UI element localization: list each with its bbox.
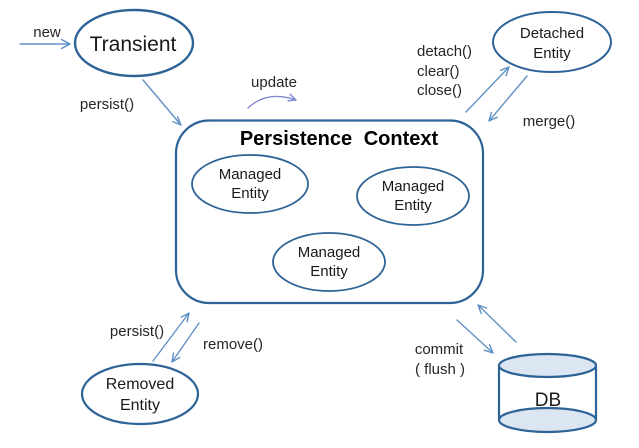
- merge-label: merge(): [523, 113, 576, 130]
- removed-entity-line1: Removed: [106, 376, 174, 393]
- managed-entity-1-line1: Managed: [219, 166, 282, 183]
- transient-label: Transient: [90, 33, 177, 56]
- commit-label: commit: [415, 341, 464, 358]
- detached-entity-line2: Entity: [533, 45, 571, 62]
- persist-bottom-label: persist(): [110, 323, 164, 340]
- managed-entity-1: [191, 154, 309, 214]
- persist-top-label: persist(): [80, 96, 134, 113]
- managed-entity-1-line2: Entity: [231, 185, 269, 202]
- db-cylinder-top: [497, 352, 598, 379]
- managed-entity-2-line2: Entity: [394, 197, 432, 214]
- new-arrow: [19, 38, 71, 50]
- persist-top-arrow: [142, 79, 182, 126]
- update-arrow: [247, 93, 297, 109]
- detach-label: detach(): [417, 43, 472, 60]
- clear-label: clear(): [417, 63, 460, 80]
- db-up-arrow: [477, 304, 517, 343]
- db-cylinder-bottom: [497, 406, 598, 434]
- detached-entity-node: [492, 11, 612, 73]
- managed-entity-3-line2: Entity: [310, 263, 348, 280]
- persistence-context-title: Persistence Context: [240, 128, 439, 150]
- remove-arrow: [171, 322, 200, 363]
- removed-entity-line2: Entity: [120, 397, 160, 414]
- update-label: update: [251, 74, 297, 91]
- managed-entity-2-line1: Managed: [382, 178, 445, 195]
- new-label: new: [33, 24, 61, 41]
- db-label: DB: [535, 390, 561, 411]
- remove-label: remove(): [203, 336, 263, 353]
- db-cylinder-body: [497, 365, 598, 420]
- managed-entity-3: [272, 232, 386, 292]
- commit-arrow: [456, 319, 494, 354]
- detached-entity-line1: Detached: [520, 25, 584, 42]
- transient-node: [73, 8, 195, 78]
- managed-entity-2: [356, 166, 470, 226]
- db-cylinder: DB: [497, 352, 598, 434]
- persist-bottom-arrow: [152, 312, 190, 362]
- close-label: close(): [417, 82, 462, 99]
- managed-entity-3-line1: Managed: [298, 244, 361, 261]
- removed-entity-node: [80, 362, 200, 426]
- flush-label: ( flush ): [415, 361, 465, 378]
- detach-arrow: [465, 66, 510, 113]
- merge-arrow: [488, 75, 528, 122]
